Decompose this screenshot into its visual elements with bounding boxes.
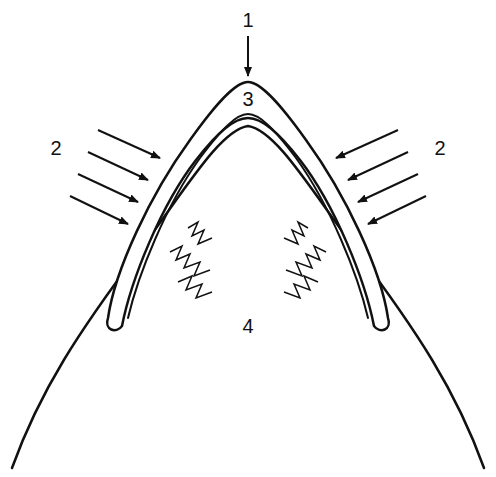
force-arrow — [358, 174, 418, 202]
force-arrow — [247, 36, 249, 76]
tissue-marks — [170, 222, 326, 298]
force-arrow — [368, 196, 426, 224]
cap-inner-line — [128, 114, 368, 318]
callout-number: 4 — [242, 316, 253, 336]
callout-number: 2 — [434, 138, 445, 158]
force-arrow — [98, 130, 160, 158]
callout-number: 3 — [242, 89, 253, 109]
force-arrow — [336, 130, 398, 158]
cap-outline — [107, 82, 389, 330]
force-arrow — [70, 196, 128, 224]
force-arrow — [348, 152, 408, 180]
body-outline — [12, 126, 484, 468]
callout-number: 2 — [50, 138, 61, 158]
force-arrow — [78, 174, 138, 202]
force-arrow — [88, 152, 148, 180]
callout-number: 1 — [242, 10, 253, 30]
